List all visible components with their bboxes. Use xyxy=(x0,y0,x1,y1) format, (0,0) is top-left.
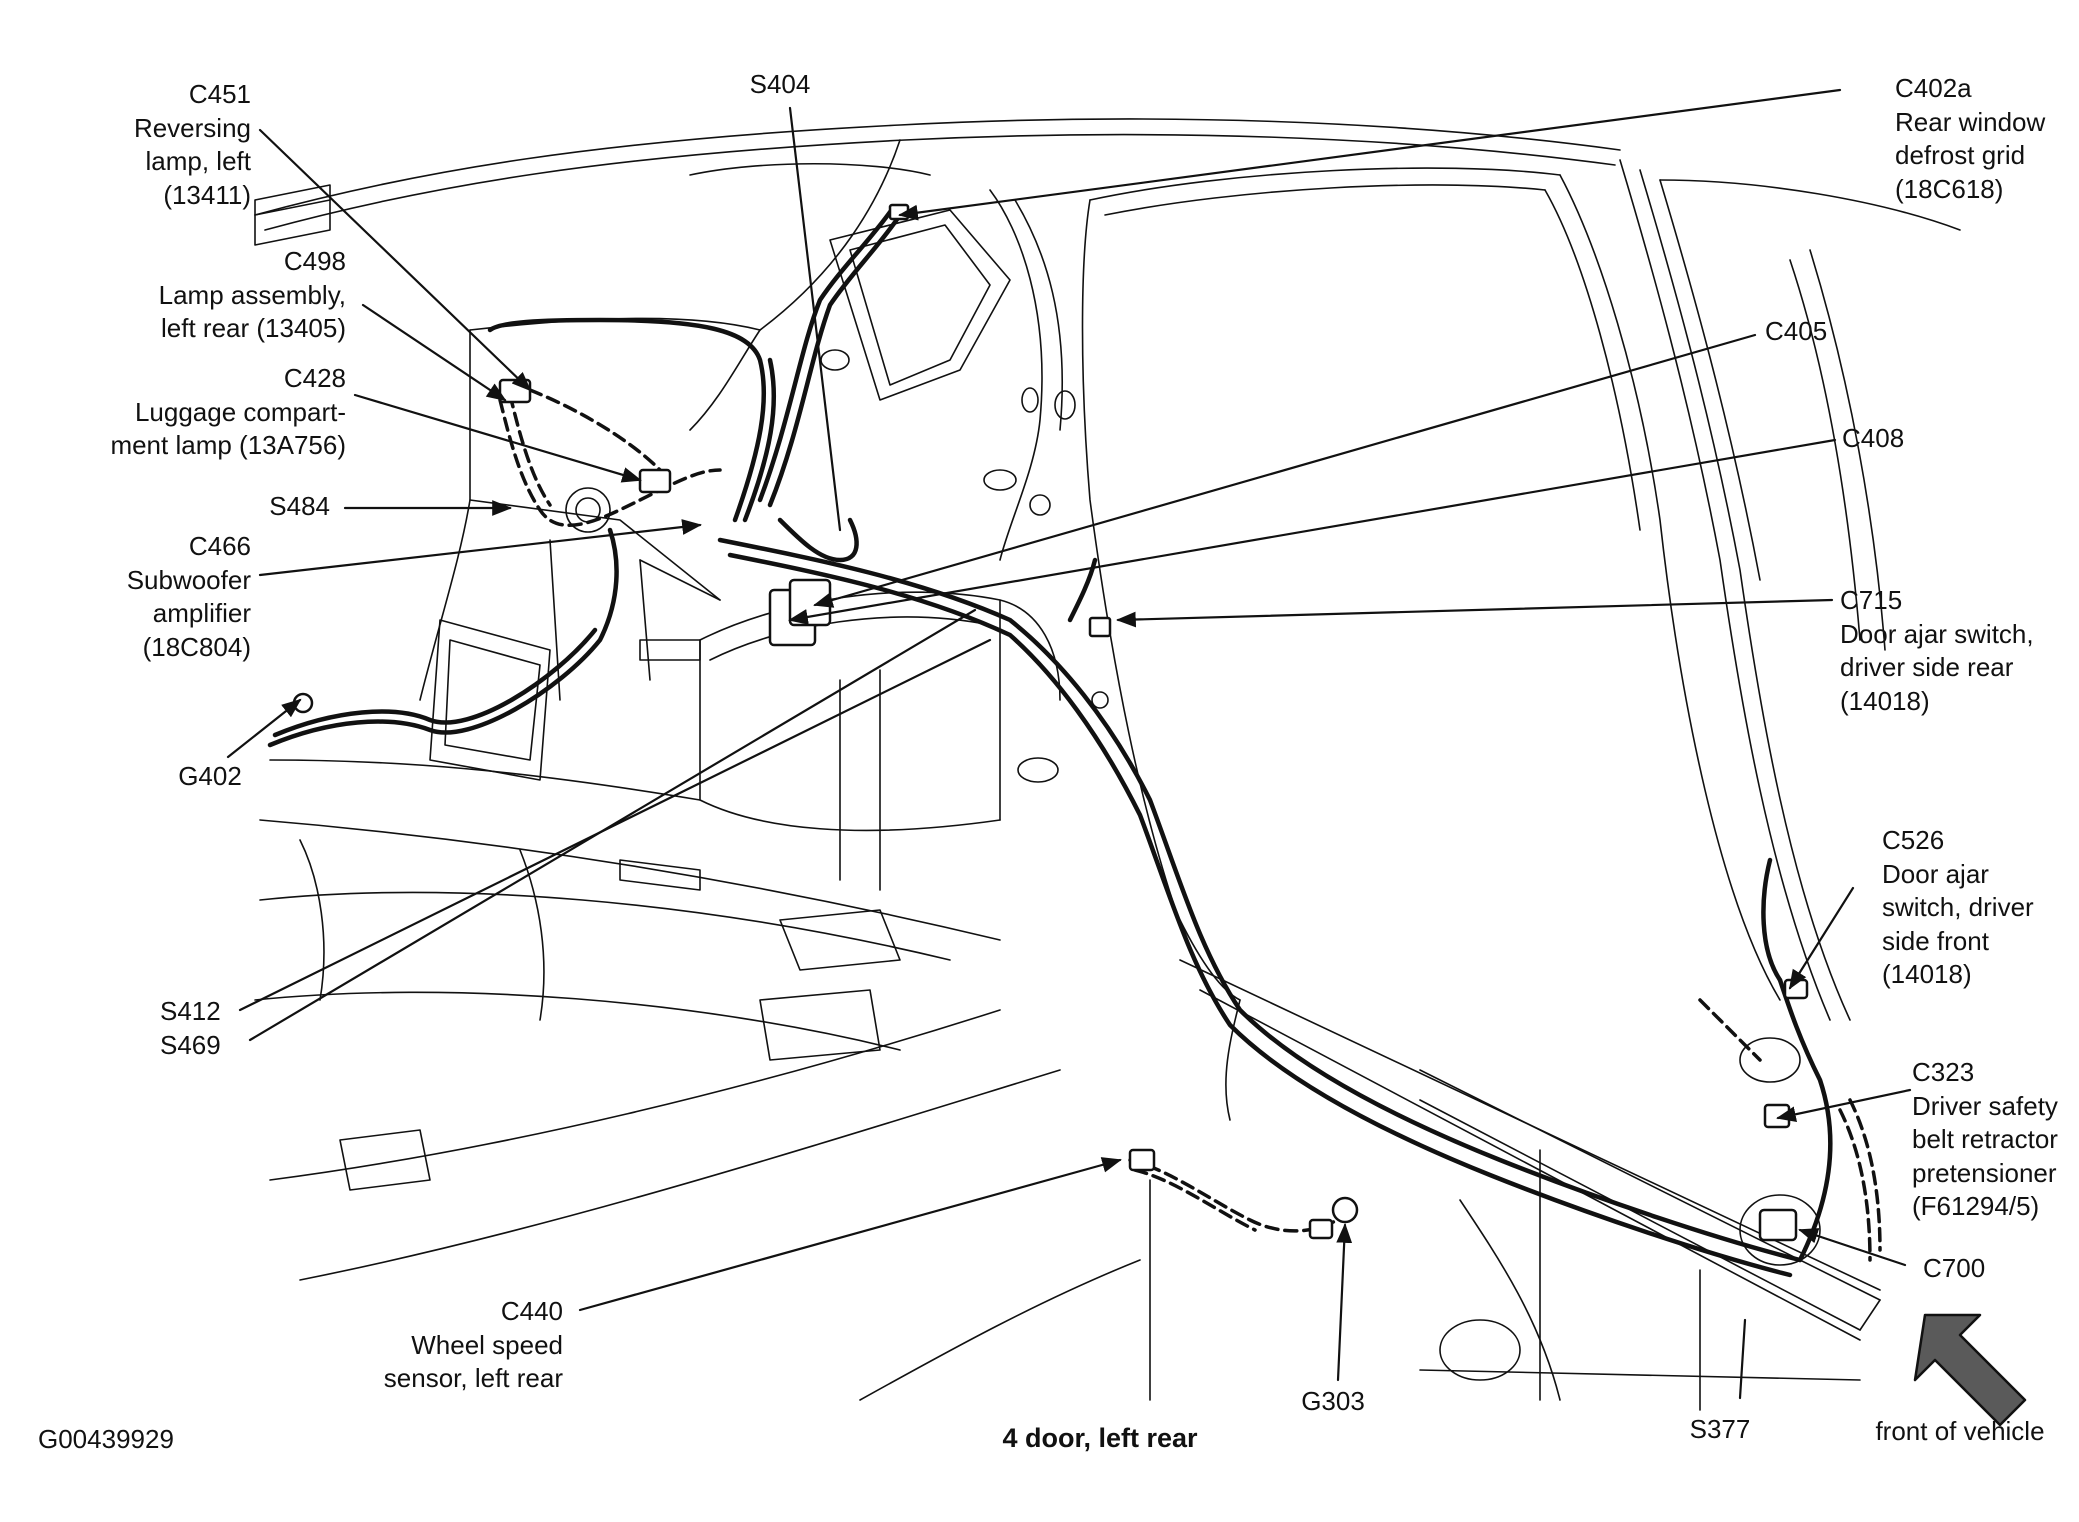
callout-s377: S377 xyxy=(1680,1413,1760,1447)
callout-c428: C428 Luggage compart- ment lamp (13A756) xyxy=(110,362,346,463)
callout-c440: C440 Wheel speed sensor, left rear xyxy=(384,1295,563,1396)
callout-c526-line4: (14018) xyxy=(1882,959,1972,989)
callout-c405-id: C405 xyxy=(1765,316,1828,346)
callout-c451-id: C451 xyxy=(188,79,251,109)
callout-s377-id: S377 xyxy=(1689,1414,1751,1444)
callout-c451-line1: Reversing xyxy=(133,112,251,143)
body-structure xyxy=(254,118,1961,1411)
callout-s412-s469: S412 S469 xyxy=(160,995,221,1062)
connectors xyxy=(292,203,1809,1242)
callout-c451: C451 Reversing lamp, left (13411) xyxy=(134,78,251,212)
callout-c402a-id: C402a xyxy=(1895,73,1972,103)
callout-c428-line1: Luggage compart- xyxy=(134,396,346,427)
callout-c526: C526 Door ajar switch, driver side front… xyxy=(1882,824,2034,992)
callout-c402a-line3: (18C618) xyxy=(1895,173,2004,204)
leader-lines xyxy=(226,88,1912,1400)
callout-c466: C466 Subwoofer amplifier (18C804) xyxy=(127,530,251,664)
callout-c715: C715 Door ajar switch, driver side rear … xyxy=(1840,584,2034,718)
callout-s404-id: S404 xyxy=(749,69,811,99)
callout-c402a-line1: Rear window xyxy=(1895,106,2046,137)
figure-caption: 4 door, left rear xyxy=(1002,1423,1198,1453)
callout-c451-line3: (13411) xyxy=(163,179,251,210)
callout-c402a-line2: defrost grid xyxy=(1895,140,2026,170)
callout-c323-line1: Driver safety xyxy=(1912,1090,2058,1121)
callout-c715-line2: driver side rear xyxy=(1840,652,2014,682)
callout-c715-line1: Door ajar switch, xyxy=(1840,618,2034,649)
callout-c715-line3: (14018) xyxy=(1840,685,1930,716)
callout-c323-line2: belt retractor xyxy=(1912,1124,2058,1154)
figure-id: G00439929 xyxy=(38,1424,174,1454)
callout-s484-id: S484 xyxy=(269,491,330,521)
callout-c526-line3: side front xyxy=(1882,925,1989,956)
callout-c440-line1: Wheel speed xyxy=(411,1329,563,1360)
callout-c408: C408 xyxy=(1842,422,1904,456)
callout-c402a: C402a Rear window defrost grid (18C618) xyxy=(1895,72,2045,206)
callout-g303-id: G303 xyxy=(1301,1386,1365,1416)
wiring-harness xyxy=(267,209,1833,1278)
callout-c323: C323 Driver safety belt retractor preten… xyxy=(1912,1056,2058,1224)
callout-g402: G402 xyxy=(175,760,245,794)
callout-c323-line3: pretensioner xyxy=(1912,1157,2057,1188)
callout-g303: G303 xyxy=(1293,1385,1373,1419)
front-of-vehicle-arrow-icon xyxy=(1913,1313,2027,1427)
callout-c700: C700 xyxy=(1923,1252,1985,1286)
callout-c526-line1: Door ajar xyxy=(1882,858,1989,889)
callout-c405: C405 xyxy=(1765,315,1827,349)
hidden-harness xyxy=(498,388,1882,1262)
callout-c408-id: C408 xyxy=(1842,423,1905,453)
callout-c715-id: C715 xyxy=(1840,585,1903,615)
front-of-vehicle-label: front of vehicle xyxy=(1875,1416,2045,1446)
callout-c466-id: C466 xyxy=(188,531,251,561)
callout-s484: S484 xyxy=(269,490,330,524)
callout-c498: C498 Lamp assembly, left rear (13405) xyxy=(159,245,346,346)
callout-c526-line2: switch, driver xyxy=(1882,892,2034,922)
callout-c440-line2: sensor, left rear xyxy=(383,1363,563,1393)
callout-s404: S404 xyxy=(740,68,820,102)
callout-c323-line4: (F61294/5) xyxy=(1912,1191,2040,1221)
callout-g402-id: G402 xyxy=(178,761,242,791)
callout-c466-line2: amplifier xyxy=(152,598,251,628)
callout-c428-line2: ment lamp (13A756) xyxy=(110,430,346,460)
callout-s469-id: S469 xyxy=(160,1029,221,1060)
callout-c428-id: C428 xyxy=(283,363,346,393)
callout-c526-id: C526 xyxy=(1882,825,1945,855)
callout-c451-line2: lamp, left xyxy=(145,146,252,176)
callout-c466-line3: (18C804) xyxy=(142,631,251,662)
callout-c498-line2: left rear (13405) xyxy=(161,313,346,343)
callout-c440-id: C440 xyxy=(500,1296,563,1326)
callout-c466-line1: Subwoofer xyxy=(126,564,251,595)
callout-s412-id: S412 xyxy=(160,996,221,1026)
callout-c498-id: C498 xyxy=(283,246,346,276)
callout-c700-id: C700 xyxy=(1923,1253,1986,1283)
callout-c498-line1: Lamp assembly, xyxy=(158,279,346,310)
callout-c323-id: C323 xyxy=(1912,1057,1975,1087)
